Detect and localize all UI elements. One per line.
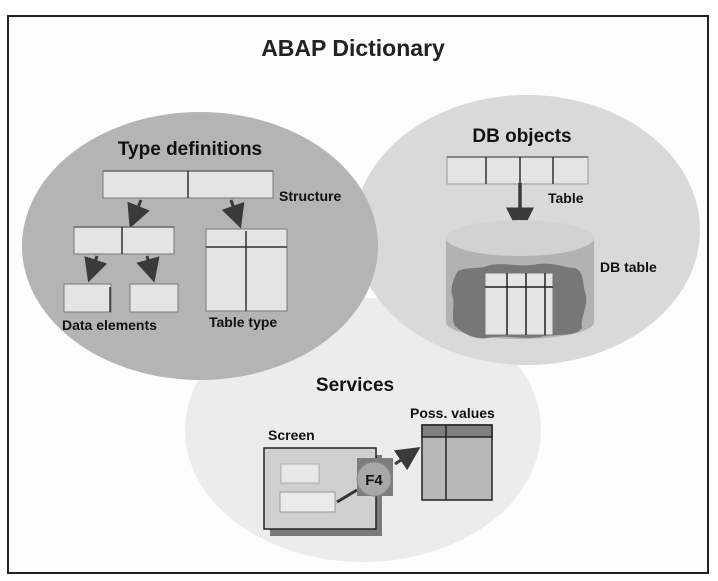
sub-structure-box bbox=[73, 226, 175, 255]
db-objects-heading: DB objects bbox=[472, 126, 571, 147]
screen-field-1 bbox=[280, 463, 320, 484]
structure-label: Structure bbox=[279, 188, 341, 204]
data-elements-label: Data elements bbox=[62, 317, 157, 333]
arrow-structure-to-substructure bbox=[127, 199, 150, 229]
db-table-cylinder bbox=[446, 220, 594, 339]
data-element-box-2 bbox=[129, 283, 179, 313]
f4-key: F4 bbox=[356, 458, 393, 497]
table-definition-box bbox=[446, 156, 589, 185]
type-definitions-heading: Type definitions bbox=[118, 139, 262, 160]
f4-connector-line bbox=[336, 488, 358, 504]
services-heading: Services bbox=[316, 375, 394, 396]
arrow-f4-to-poss-values bbox=[393, 447, 421, 471]
data-element-box-1 bbox=[63, 283, 112, 313]
screen-field-2 bbox=[279, 491, 336, 513]
arrow-to-data-element-2 bbox=[136, 255, 160, 283]
screen-label: Screen bbox=[268, 427, 315, 443]
db-table-label: DB table bbox=[600, 259, 657, 275]
f4-key-label: F4 bbox=[365, 472, 383, 489]
table-label: Table bbox=[548, 190, 584, 206]
arrow-to-data-element-1 bbox=[84, 255, 108, 283]
structure-box bbox=[102, 170, 274, 199]
table-type-box bbox=[205, 228, 288, 312]
poss-values-label: Poss. values bbox=[410, 405, 495, 421]
poss-values-table bbox=[421, 424, 493, 501]
diagram-title: ABAP Dictionary bbox=[261, 35, 445, 61]
table-type-label: Table type bbox=[209, 314, 277, 330]
arrow-structure-to-table-type bbox=[221, 199, 245, 229]
